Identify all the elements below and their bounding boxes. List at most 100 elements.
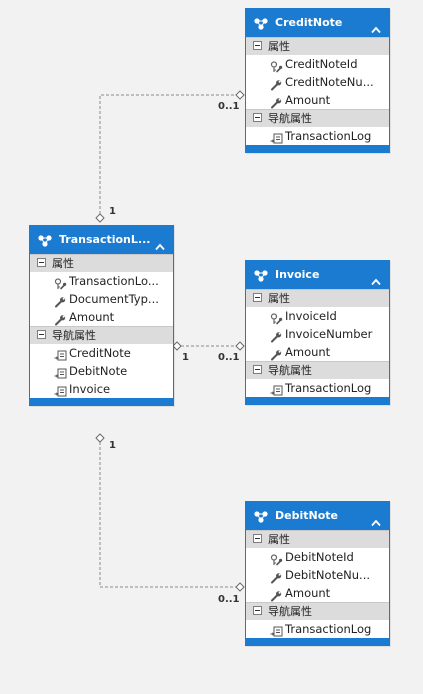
entity-footer (246, 638, 389, 645)
member-label: CreditNoteNu... (285, 75, 374, 89)
entity-footer (30, 398, 173, 405)
collapse-toggle-icon[interactable] (37, 258, 46, 267)
entity-title: TransactionL... (59, 233, 151, 246)
chevron-up-icon[interactable] (371, 512, 381, 527)
member-label: TransactionLog (285, 129, 372, 143)
key-wrench-icon (270, 58, 283, 73)
collapse-toggle-icon[interactable] (253, 293, 262, 302)
member-label: CreditNoteId (285, 57, 358, 71)
chevron-up-icon[interactable] (155, 236, 165, 251)
navigation-property-icon (54, 347, 67, 361)
property-row[interactable]: DebitNoteId (246, 548, 389, 566)
collapse-toggle-icon[interactable] (37, 330, 46, 339)
navigation-property-icon (270, 382, 283, 396)
collapse-toggle-icon[interactable] (253, 113, 262, 122)
member-label: Invoice (69, 382, 111, 396)
navigation-section-header[interactable]: 导航属性 (246, 361, 389, 379)
member-label: TransactionLog (285, 622, 372, 636)
association-end-diamond (172, 341, 182, 351)
association-end-diamond (235, 341, 245, 351)
property-row[interactable]: InvoiceNumber (246, 325, 389, 343)
navigation-section-header[interactable]: 导航属性 (246, 602, 389, 620)
property-row[interactable]: DocumentTyp... (30, 290, 173, 308)
entity-footer (246, 145, 389, 152)
member-label: DebitNoteNu... (285, 568, 371, 582)
collapse-toggle-icon[interactable] (253, 41, 262, 50)
properties-section-header[interactable]: 属性 (246, 37, 389, 55)
association-end-diamond (95, 433, 105, 443)
multiplicity-label: 1 (109, 206, 116, 217)
wrench-icon (54, 311, 67, 326)
property-row[interactable]: InvoiceId (246, 307, 389, 325)
entity-title: DebitNote (275, 509, 338, 522)
navigation-property-row[interactable]: DebitNote (30, 362, 173, 380)
wrench-icon (270, 569, 283, 584)
navigation-property-icon (54, 383, 67, 397)
chevron-up-icon[interactable] (371, 19, 381, 34)
properties-section-header[interactable]: 属性 (30, 254, 173, 272)
collapse-toggle-icon[interactable] (253, 534, 262, 543)
navigation-property-row[interactable]: TransactionLog (246, 620, 389, 638)
navigation-property-icon (54, 365, 67, 379)
multiplicity-label: 0..1 (218, 101, 240, 112)
key-wrench-icon (270, 551, 283, 566)
wrench-icon (270, 76, 283, 91)
collapse-toggle-icon[interactable] (253, 606, 262, 615)
entity-header[interactable]: CreditNote (246, 9, 389, 37)
navigation-property-row[interactable]: CreditNote (30, 344, 173, 362)
properties-section-header[interactable]: 属性 (246, 530, 389, 548)
association-end-diamond (235, 582, 245, 592)
navigation-section-header[interactable]: 导航属性 (30, 326, 173, 344)
navigation-property-row[interactable]: Invoice (30, 380, 173, 398)
entity-header[interactable]: Invoice (246, 261, 389, 289)
wrench-icon (54, 293, 67, 308)
navigation-section-header[interactable]: 导航属性 (246, 109, 389, 127)
connector-transactionlog-debitnote (99, 442, 239, 588)
wrench-icon (270, 587, 283, 602)
collapse-toggle-icon[interactable] (253, 365, 262, 374)
section-label: 导航属性 (52, 329, 96, 342)
entity-header[interactable]: TransactionL... (30, 226, 173, 254)
property-row[interactable]: CreditNoteNu... (246, 73, 389, 91)
navigation-property-row[interactable]: TransactionLog (246, 379, 389, 397)
entity-transactionlog[interactable]: TransactionL... 属性 TransactionLo... Documen… (29, 225, 174, 406)
member-label: InvoiceNumber (285, 327, 373, 341)
multiplicity-label: 1 (182, 352, 189, 363)
navigation-property-row[interactable]: TransactionLog (246, 127, 389, 145)
key-wrench-icon (54, 275, 67, 290)
section-label: 导航属性 (268, 364, 312, 377)
member-label: Amount (285, 586, 331, 600)
member-label: DebitNoteId (285, 550, 354, 564)
properties-section-header[interactable]: 属性 (246, 289, 389, 307)
entity-icon (253, 509, 269, 523)
property-row[interactable]: CreditNoteId (246, 55, 389, 73)
property-row[interactable]: TransactionLo... (30, 272, 173, 290)
multiplicity-label: 0..1 (218, 594, 240, 605)
entity-title: Invoice (275, 268, 320, 281)
section-label: 导航属性 (268, 112, 312, 125)
property-row[interactable]: Amount (30, 308, 173, 326)
section-label: 属性 (52, 257, 74, 270)
member-label: DebitNote (69, 364, 128, 378)
entity-header[interactable]: DebitNote (246, 502, 389, 530)
entity-icon (37, 233, 53, 247)
section-label: 导航属性 (268, 605, 312, 618)
member-label: Amount (69, 310, 115, 324)
connector-transactionlog-creditnote (99, 94, 239, 219)
section-label: 属性 (268, 292, 290, 305)
entity-icon (253, 16, 269, 30)
member-label: Amount (285, 93, 331, 107)
property-row[interactable]: Amount (246, 91, 389, 109)
property-row[interactable]: DebitNoteNu... (246, 566, 389, 584)
multiplicity-label: 1 (109, 440, 116, 451)
property-row[interactable]: Amount (246, 343, 389, 361)
chevron-up-icon[interactable] (371, 271, 381, 286)
section-label: 属性 (268, 533, 290, 546)
member-label: DocumentTyp... (69, 292, 159, 306)
property-row[interactable]: Amount (246, 584, 389, 602)
navigation-property-icon (270, 130, 283, 144)
